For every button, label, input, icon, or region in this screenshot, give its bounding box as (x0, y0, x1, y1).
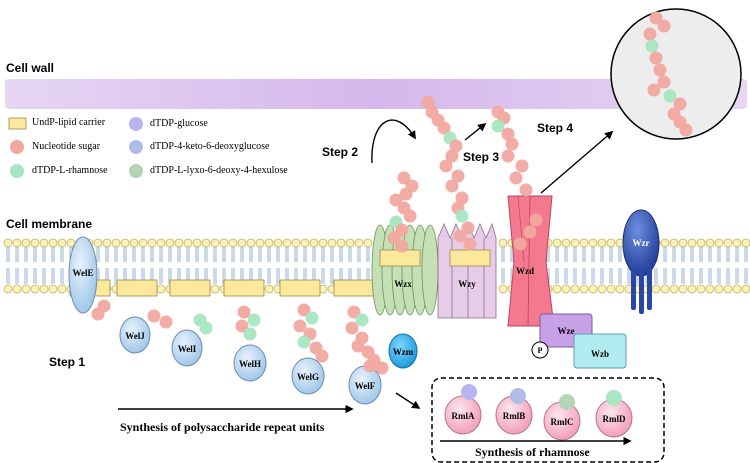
rhamnose-box (431, 377, 665, 463)
step3-label: Step 3 (463, 150, 500, 164)
wzd-protein (507, 195, 555, 327)
p-label: P (538, 346, 543, 355)
phosphate-circle (531, 341, 549, 359)
wze-label: Wze (558, 326, 575, 336)
wzx-protein (371, 224, 439, 316)
welh-protein (233, 344, 267, 382)
weli-label: WelI (178, 344, 197, 354)
wzx-label: Wzx (394, 279, 412, 289)
wzr-label: Wzr (633, 238, 650, 248)
legend-glucose: dTDP-glucose (150, 118, 208, 129)
legend-lyxo: dTDP-L-lyxo-6-deoxy-4-hexulose (150, 165, 288, 176)
wzm-label: Wzm (393, 347, 414, 357)
undp-wzy (449, 249, 491, 267)
wzr-protein (622, 209, 660, 314)
welg-protein (291, 357, 325, 395)
welf-to-rml-arrow (395, 392, 421, 409)
step2-arrow (371, 119, 416, 164)
welj-label: WelJ (125, 331, 145, 341)
wzd-label: Wzd (516, 266, 534, 276)
synthesis-repeat-label: Synthesis of polysaccharide repeat units (120, 420, 325, 434)
undp-carriers (69, 279, 375, 297)
cell-membrane-label: Cell membrane (6, 217, 93, 231)
welg-label: WelG (297, 372, 319, 382)
step1-label: Step 1 (49, 355, 86, 369)
welj-protein (119, 316, 151, 354)
step4-arrow (540, 130, 614, 194)
legend-rhamnose: dTDP-L-rhamnose (32, 165, 108, 176)
synthesis-rhamnose-label: Synthesis of rhamnose (475, 445, 590, 459)
undp-wzx (379, 249, 421, 267)
wzy-protein (437, 222, 497, 319)
wzy-label: Wzy (458, 279, 476, 289)
rmla-label: RmlA (452, 411, 475, 421)
legend-keto: dTDP-4-keto-6-deoxyglucose (150, 141, 270, 152)
legend-undp: UndP-lipid carrier (32, 117, 106, 128)
rmlb-label: RmlB (503, 411, 526, 421)
rmlc-label: RmlC (551, 417, 574, 427)
rmld-label: RmlD (603, 414, 626, 424)
step3-arrow (464, 122, 487, 141)
wele-label: WelE (72, 268, 93, 278)
step4-label: Step 4 (537, 121, 574, 135)
cell-wall-label: Cell wall (6, 61, 55, 75)
weli-protein (171, 329, 203, 367)
cell-wall-band (5, 79, 747, 109)
welf-label: WelF (355, 381, 376, 391)
wzb-protein (573, 333, 627, 369)
zoom-circle (610, 8, 742, 140)
sugar-chains (91, 11, 693, 375)
wzb-label: Wzb (591, 349, 609, 359)
legend-nucleotide: Nucleotide sugar (32, 141, 101, 152)
legend-symbols (8, 117, 143, 178)
welh-label: WelH (239, 359, 261, 369)
rml-substrates (461, 384, 622, 410)
step2-label: Step 2 (322, 145, 359, 159)
wele-protein (68, 236, 98, 314)
wzm-protein (388, 333, 418, 369)
